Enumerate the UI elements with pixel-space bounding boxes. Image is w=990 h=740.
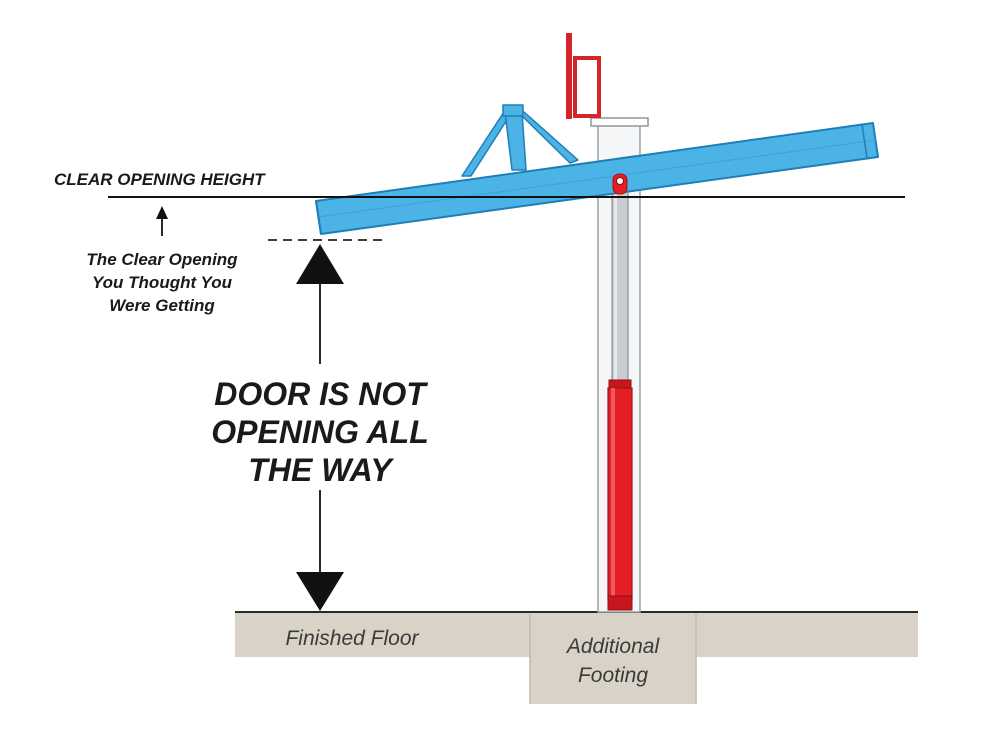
floor-slab	[235, 611, 918, 704]
footing-line-1: Additional	[565, 635, 661, 658]
pivot-pin	[612, 173, 628, 195]
additional-footing-label: Additional Footing	[565, 635, 661, 687]
small-up-arrow	[156, 206, 168, 236]
thought-line-1: The Clear Opening	[86, 250, 238, 269]
door-not-opening-label: DOOR IS NOT OPENING ALL THE WAY	[211, 376, 428, 488]
clear-opening-height-label: CLEAR OPENING HEIGHT	[54, 170, 266, 189]
thought-opening-label: The Clear Opening You Thought You Were G…	[86, 250, 238, 315]
hydraulic-cylinder	[607, 379, 633, 611]
door-beam	[315, 122, 879, 235]
finished-floor-label: Finished Floor	[285, 627, 419, 650]
limit-switch-bracket	[566, 33, 601, 119]
door-line-3: THE WAY	[248, 452, 394, 488]
door-line-1: DOOR IS NOT	[214, 376, 428, 412]
piston-rod	[611, 187, 629, 385]
door-opening-arrow	[296, 244, 344, 611]
thought-line-2: You Thought You	[92, 273, 233, 292]
footing-line-2: Footing	[578, 664, 648, 687]
door-line-2: OPENING ALL	[211, 414, 428, 450]
thought-line-3: Were Getting	[109, 296, 215, 315]
beam-truss	[461, 104, 579, 177]
